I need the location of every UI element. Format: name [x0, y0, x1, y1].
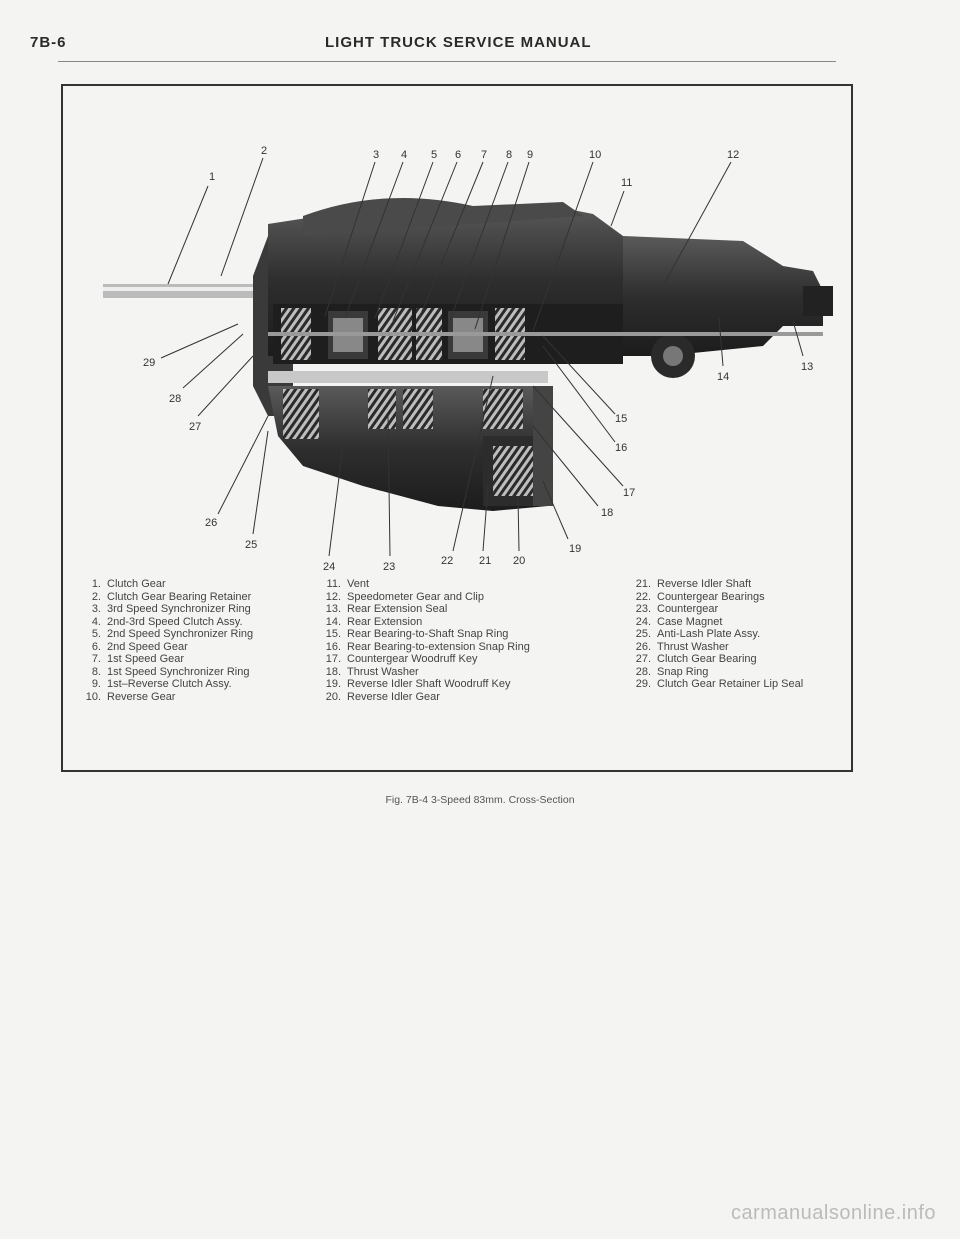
transmission-cross-section: 1 2 3 4 5 6 7 8 9 10 11 12 13 14 15 16 1… [103, 145, 833, 573]
callout-10: 10 [589, 149, 601, 161]
callout-26: 26 [205, 517, 217, 529]
legend-item: 9.1st–Reverse Clutch Assy. [91, 678, 232, 690]
callout-21: 21 [479, 555, 491, 567]
legend-item: 5.2nd Speed Synchronizer Ring [91, 628, 254, 640]
callout-leader-lines [160, 157, 804, 557]
legend-column-3: 21.Reverse Idler Shaft 22.Countergear Be… [629, 578, 803, 691]
header-rule [58, 61, 836, 62]
legend-item: 14.Rear Extension [325, 615, 423, 628]
callout-24: 24 [323, 561, 335, 573]
page-number: 7B-6 [30, 34, 67, 51]
legend-item: 6.2nd Speed Gear [91, 640, 188, 653]
callout-numbers: 1 2 3 4 5 6 7 8 9 10 11 12 13 14 15 16 1… [143, 145, 813, 573]
callout-23: 23 [383, 561, 395, 573]
legend-item: 13.Rear Extension Seal [325, 603, 448, 615]
callout-17: 17 [623, 487, 635, 499]
legend-item: 12.Speedometer Gear and Clip [325, 590, 484, 603]
callout-20: 20 [513, 555, 525, 567]
callout-14: 14 [717, 371, 729, 383]
callout-7: 7 [481, 149, 487, 161]
callout-18: 18 [601, 507, 613, 519]
callout-2: 2 [261, 145, 267, 157]
legend-item: 15.Rear Bearing-to-Shaft Snap Ring [325, 628, 509, 640]
figure-box: 1 2 3 4 5 6 7 8 9 10 11 12 13 14 15 16 1… [61, 84, 853, 772]
callout-25: 25 [245, 539, 257, 551]
callout-13: 13 [801, 361, 813, 373]
callout-28: 28 [169, 393, 181, 405]
legend-item: 19.Reverse Idler Shaft Woodruff Key [325, 678, 511, 690]
figure-caption: Fig. 7B-4 3-Speed 83mm. Cross-Section [385, 794, 575, 806]
legend-item: 1.Clutch Gear [91, 578, 166, 590]
callout-15: 15 [615, 413, 627, 425]
legend-item: 7.1st Speed Gear [91, 653, 185, 665]
callout-8: 8 [506, 149, 512, 161]
legend-item: 16.Rear Bearing-to-extension Snap Ring [325, 640, 530, 653]
legend-item: 24.Case Magnet [635, 615, 723, 628]
callout-3: 3 [373, 149, 379, 161]
callout-29: 29 [143, 357, 155, 369]
legend-item: 18.Thrust Washer [325, 665, 419, 678]
legend-item: 2.Clutch Gear Bearing Retainer [91, 590, 252, 603]
transmission-illustration [103, 198, 833, 511]
watermark: carmanualsonline.info [730, 1202, 936, 1224]
legend-item: 28.Snap Ring [635, 665, 709, 678]
callout-1: 1 [209, 171, 215, 183]
callout-6: 6 [455, 149, 461, 161]
legend-item: 3.3rd Speed Synchronizer Ring [91, 603, 251, 615]
legend-item: 10.Reverse Gear [85, 690, 176, 703]
legend-item: 23.Countergear [635, 603, 719, 615]
callout-12: 12 [727, 149, 739, 161]
callout-9: 9 [527, 149, 533, 161]
callout-5: 5 [431, 149, 437, 161]
legend-item: 27.Clutch Gear Bearing [635, 653, 757, 665]
callout-19: 19 [569, 543, 581, 555]
legend-column-2: 11.Vent 12.Speedometer Gear and Clip 13.… [319, 578, 530, 703]
callout-22: 22 [441, 555, 453, 567]
legend-item: 11.Vent [326, 578, 370, 590]
legend-item: 22.Countergear Bearings [635, 590, 765, 603]
legend-item: 20.Reverse Idler Gear [325, 690, 440, 703]
legend-item: 26.Thrust Washer [635, 640, 729, 653]
page-header: 7B-6 LIGHT TRUCK SERVICE MANUAL [0, 0, 960, 62]
legend-item: 29.Clutch Gear Retainer Lip Seal [635, 678, 804, 690]
legend-item: 21.Reverse Idler Shaft [635, 578, 752, 590]
callout-27: 27 [189, 421, 201, 433]
legend-item: 25.Anti-Lash Plate Assy. [635, 628, 761, 640]
legend-item: 4.2nd-3rd Speed Clutch Assy. [91, 615, 243, 628]
callout-4: 4 [401, 149, 407, 161]
manual-title: LIGHT TRUCK SERVICE MANUAL [325, 34, 592, 51]
callout-11: 11 [621, 177, 632, 189]
legend-item: 8.1st Speed Synchronizer Ring [91, 665, 250, 678]
callout-16: 16 [615, 442, 627, 454]
legend-item: 17.Countergear Woodruff Key [325, 653, 478, 665]
legend-column-1: 1.Clutch Gear 2.Clutch Gear Bearing Reta… [79, 578, 253, 703]
